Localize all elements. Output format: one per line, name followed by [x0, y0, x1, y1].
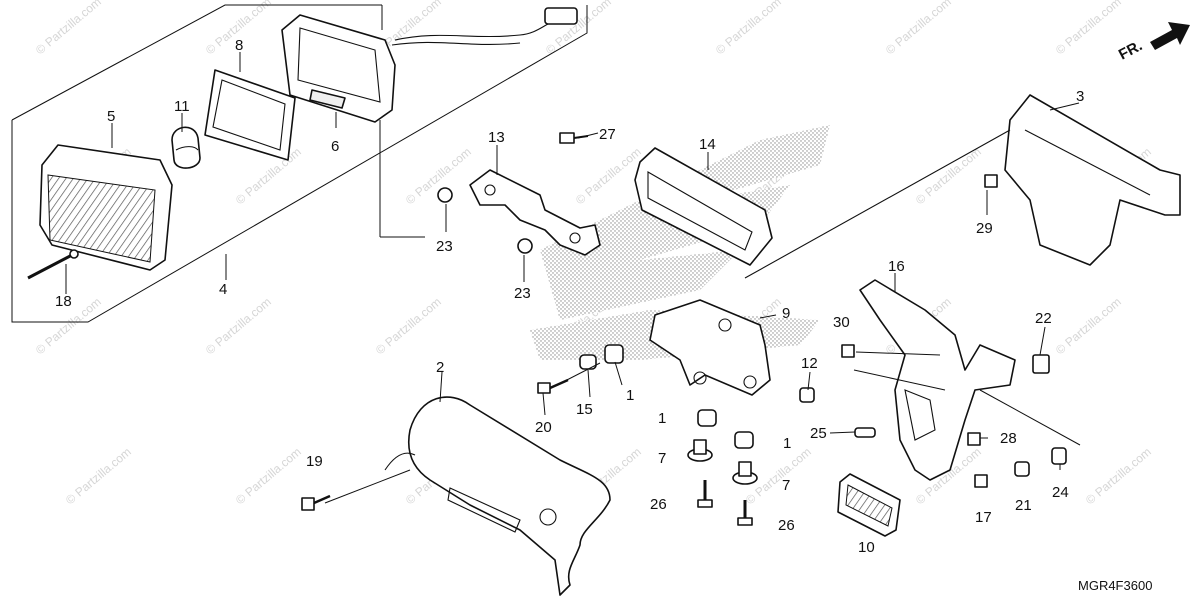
callout-7a: 7	[658, 450, 666, 467]
collar-7b	[732, 461, 758, 485]
leader-lines	[65, 52, 1081, 504]
front-direction-indicator: FR.	[1116, 22, 1190, 64]
callout-28: 28	[1000, 430, 1017, 447]
rear-bracket-rod	[744, 129, 1011, 279]
bulb-11	[171, 126, 201, 169]
callout-19: 19	[306, 453, 323, 470]
callout-14: 14	[699, 136, 716, 153]
diagram-code: MGR4F3600	[1078, 578, 1152, 593]
callout-11: 11	[174, 98, 190, 115]
nut-22	[1032, 354, 1050, 374]
nut-12	[799, 387, 815, 403]
callout-5: 5	[107, 108, 115, 125]
callout-16: 16	[888, 258, 905, 275]
watermark-text: © Partzilla.com	[883, 0, 954, 57]
grommet-1b	[697, 409, 717, 427]
bolt-30	[841, 344, 855, 358]
callout-10: 10	[858, 539, 875, 556]
rear-bracket-3	[1004, 94, 1181, 266]
watermark-text: © Partzilla.com	[913, 145, 984, 208]
screw-17	[974, 474, 988, 488]
callout-26b: 26	[778, 517, 795, 534]
watermark-text: © Partzilla.com	[573, 145, 644, 208]
callout-2: 2	[436, 359, 444, 376]
screw-25	[854, 427, 876, 438]
callout-23a: 23	[436, 238, 453, 255]
callout-1c: 1	[783, 435, 791, 452]
callout-1a: 1	[626, 387, 634, 404]
watermark-text: © Partzilla.com	[63, 445, 134, 508]
bolt-26b	[737, 500, 753, 526]
watermark-text: © Partzilla.com	[373, 295, 444, 358]
callout-1b: 1	[658, 410, 666, 427]
callout-23b: 23	[514, 285, 531, 302]
callout-17: 17	[975, 509, 992, 526]
callout-4: 4	[219, 281, 227, 298]
bolt-29	[984, 174, 998, 188]
lamp-housing-6	[281, 7, 578, 123]
grommet-15	[579, 354, 597, 370]
callout-29: 29	[976, 220, 993, 237]
watermark-text: © Partzilla.com	[203, 295, 274, 358]
callout-7b: 7	[782, 477, 790, 494]
callout-15: 15	[576, 401, 593, 418]
callout-6: 6	[331, 138, 339, 155]
watermark-text: © Partzilla.com	[1053, 0, 1124, 57]
callout-3: 3	[1076, 88, 1084, 105]
grommet-1a	[604, 344, 624, 364]
front-arrow-icon	[1150, 22, 1190, 50]
gasket-8	[204, 69, 296, 161]
callout-numbers: 1 1 1 2 3 4 5 6 7 7 8 9 10 11 12 13 14 1…	[55, 37, 1084, 556]
nut-28	[967, 432, 981, 446]
washer-23b	[517, 238, 533, 254]
washer-23a	[437, 187, 453, 203]
bracket-9	[649, 299, 771, 396]
callout-24: 24	[1052, 484, 1069, 501]
callout-12: 12	[801, 355, 818, 372]
callout-13: 13	[488, 129, 505, 146]
watermark-text: © Partzilla.com	[33, 0, 104, 57]
callout-26a: 26	[650, 496, 667, 513]
collar-7a	[687, 439, 713, 462]
lens-5	[39, 144, 173, 271]
callout-27: 27	[599, 126, 616, 143]
reflector-10	[837, 473, 901, 537]
watermark-text: © Partzilla.com	[1053, 295, 1124, 358]
front-direction-label: FR.	[1116, 37, 1145, 63]
callout-25: 25	[810, 425, 827, 442]
watermark-text: © Partzilla.com	[713, 0, 784, 57]
watermark-text: © Partzilla.com	[1083, 445, 1154, 508]
bracket-13	[469, 169, 601, 256]
callout-21: 21	[1015, 497, 1032, 514]
callout-30: 30	[833, 314, 850, 331]
callout-18: 18	[55, 293, 72, 310]
nut-21	[1014, 461, 1030, 477]
bolt-27	[559, 132, 589, 144]
callout-20: 20	[535, 419, 552, 436]
grommet-1c	[734, 431, 754, 449]
callout-9: 9	[782, 305, 790, 322]
license-bracket-16	[859, 279, 1016, 481]
screw-18	[27, 249, 79, 280]
bolt-26a	[697, 480, 713, 508]
nut-24	[1051, 447, 1067, 465]
watermark-text: © Partzilla.com	[233, 445, 304, 508]
bolt-19	[301, 494, 331, 511]
callout-8: 8	[235, 37, 243, 54]
rear-fender-2	[384, 396, 611, 596]
callout-22: 22	[1035, 310, 1052, 327]
housing-cover-14	[634, 147, 773, 266]
taillight-exploded-box	[11, 4, 588, 323]
